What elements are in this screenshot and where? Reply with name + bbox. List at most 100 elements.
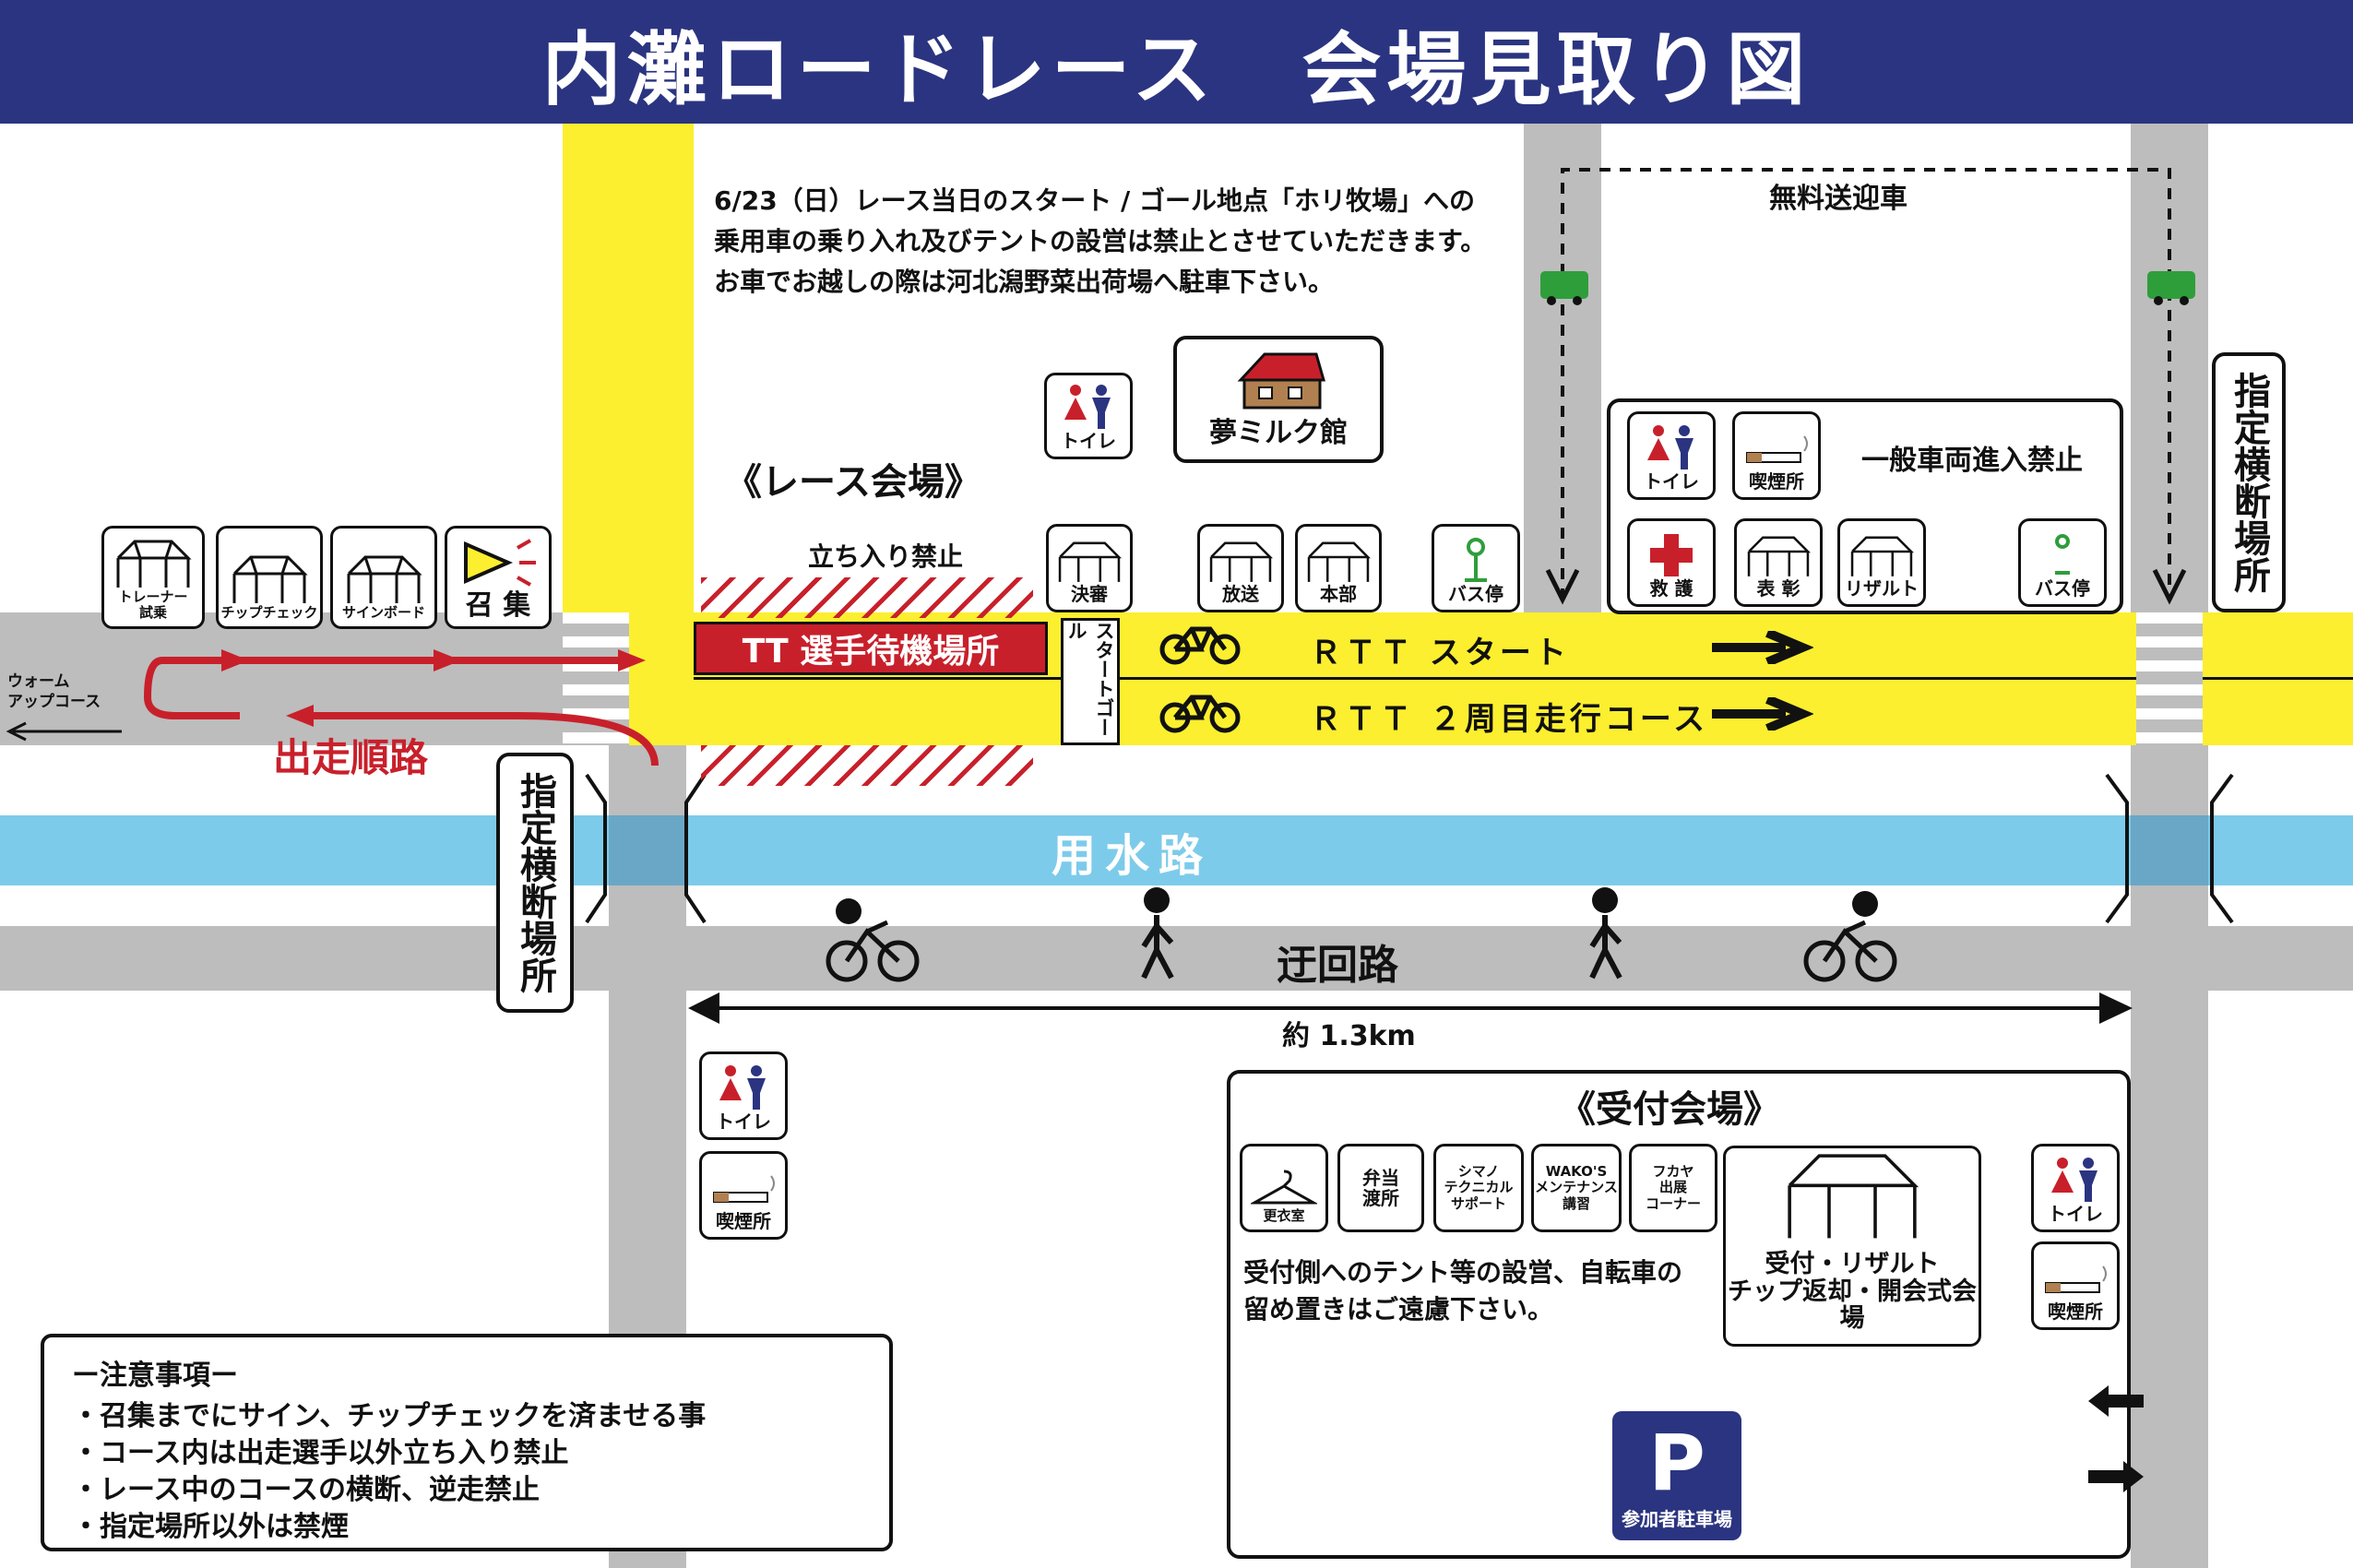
canal <box>0 815 2353 885</box>
canal-label: 用水路 <box>1052 830 1213 882</box>
first-aid: 救 護 <box>1627 518 1716 607</box>
milk-house: 夢ミルク館 <box>1173 336 1384 463</box>
tent-icon <box>347 555 422 603</box>
arrow-right-icon <box>1712 631 1813 664</box>
tent-label: 放送 <box>1222 583 1259 605</box>
bus-stop-icon <box>2055 534 2070 575</box>
no-vehicles-label: 一般車両進入禁止 <box>1861 445 2083 477</box>
bicycle-icon <box>1159 626 1241 665</box>
smoking-label: 喫煙所 <box>1749 470 1804 493</box>
race-venue-label: 《レース会場》 <box>725 461 981 504</box>
parking-label: 参加者駐車場 <box>1622 1507 1732 1530</box>
toilet-label: トイレ <box>1644 470 1699 493</box>
toilet-reception: トイレ <box>2031 1144 2120 1232</box>
tent-trainer: トレーナー 試乗 <box>101 526 205 629</box>
call-area: 召 集 <box>445 526 552 629</box>
arrow-left-icon <box>6 721 122 742</box>
bicycle-icon <box>1159 695 1241 733</box>
toilet-icon <box>1064 385 1111 429</box>
smoking-label: 喫煙所 <box>2048 1301 2103 1323</box>
caution-item: ・コース内は出走選手以外立ち入り禁止 <box>72 1437 569 1469</box>
bus-icon <box>1540 271 2195 305</box>
toilet-race: トイレ <box>1044 373 1133 459</box>
tent-label: 本部 <box>1320 583 1357 605</box>
caution-item: ・召集までにサイン、チップチェックを済ませる事 <box>72 1400 707 1432</box>
toilet-icon <box>1647 425 1693 469</box>
course-center-line <box>694 677 2353 680</box>
tent-headquarters: 本部 <box>1295 524 1382 612</box>
canal-bridge-east <box>2131 815 2208 885</box>
distance-label: 約 1.3km <box>1282 1020 1416 1052</box>
tent-icon <box>1209 541 1273 582</box>
tent-label: チップチェック <box>220 603 318 621</box>
reception-item-label: 弁当 渡所 <box>1362 1167 1399 1209</box>
tent-label: サインボード <box>341 603 425 621</box>
detour-road <box>0 926 2353 991</box>
bus-stop-east: バス停 <box>2018 518 2107 607</box>
tent-awards: 表 彰 <box>1734 518 1823 607</box>
tent-chip-check: チップチェック <box>216 526 323 629</box>
shuttle-label: 無料送迎車 <box>1769 183 1907 215</box>
tent-sign-board: サインボード <box>330 526 437 629</box>
smoking-label: 喫煙所 <box>716 1210 771 1232</box>
rtt-second-lap-label: ＲＴＴ ２周目走行コース <box>1310 701 1709 738</box>
tent-label: 決審 <box>1071 583 1108 605</box>
toilet-label: トイレ <box>716 1111 771 1133</box>
cigarette-icon <box>2045 1265 2107 1293</box>
caution-item: ・レース中のコースの横断、逆走禁止 <box>72 1474 540 1506</box>
red-cross-icon <box>1650 534 1693 576</box>
canal-bridge-west <box>609 815 686 885</box>
tent-result: リザルト <box>1837 518 1926 607</box>
page-title: 内灘ロードレース 会場見取り図 <box>0 0 2353 124</box>
no-entry-label: 立ち入り禁止 <box>808 541 964 572</box>
tent-judge: 決審 <box>1046 524 1133 612</box>
reception-item-label: WAKO'S メンテナンス 講習 <box>1535 1163 1618 1212</box>
reception-main-label: 受付・リザルト チップ返却・開会式会場 <box>1728 1249 1977 1334</box>
fukaya-booth: フカヤ 出展 コーナー <box>1629 1144 1717 1232</box>
arrow-right-icon <box>2088 1461 2144 1492</box>
detour-label: 迂回路 <box>1277 942 1398 989</box>
notice-line-1: 6/23（日）レース当日のスタート / ゴール地点「ホリ牧場」への <box>714 185 1475 216</box>
cautions-title: ー注意事項ー <box>72 1360 238 1392</box>
rtt-start-label: ＲＴＴ スタート <box>1310 635 1570 671</box>
tent-icon <box>1747 536 1811 576</box>
wakos-maintenance: WAKO'S メンテナンス 講習 <box>1531 1144 1622 1232</box>
changing-room: 更衣室 <box>1240 1144 1328 1232</box>
road-north-2 <box>2131 124 2208 612</box>
tent-icon <box>1058 541 1122 582</box>
crosswalk-east <box>2136 612 2203 745</box>
reception-main-tent: 受付・リザルト チップ返却・開会式会場 <box>1723 1146 1981 1347</box>
notice-line-3: お車でお越しの際は河北潟野菜出荷場へ駐車下さい。 <box>714 267 1335 297</box>
tent-broadcast: 放送 <box>1197 524 1284 612</box>
tent-icon <box>232 555 308 603</box>
toilet-icon <box>2051 1158 2097 1202</box>
notice-line-2: 乗用車の乗り入れ及びテントの設営は禁止とさせていただきます。 <box>714 226 1487 256</box>
reception-item-label: 更衣室 <box>1263 1206 1305 1224</box>
first-aid-label: 救 護 <box>1649 577 1693 600</box>
cigarette-icon <box>713 1175 775 1203</box>
reception-title: 《受付会場》 <box>1559 1088 1780 1131</box>
arrow-left-icon <box>2088 1385 2144 1417</box>
distance-arrow <box>688 992 2133 1024</box>
no-entry-hatch-bottom <box>701 745 1033 786</box>
tent-icon <box>1788 1154 1919 1239</box>
warmup-course-label: ウォーム アップコース <box>7 672 101 712</box>
reception-item-label: フカヤ 出展 コーナー <box>1645 1163 1701 1212</box>
arrow-right-icon <box>1712 697 1813 731</box>
parking-sign: P 参加者駐車場 <box>1612 1411 1741 1540</box>
tent-label: トレーナー 試乗 <box>118 588 188 621</box>
cautions-box: ー注意事項ー ・召集までにサイン、チップチェックを済ませる事 ・コース内は出走選… <box>41 1334 893 1551</box>
hanger-icon <box>1251 1170 1317 1205</box>
pedestrian-icon <box>1141 915 1622 980</box>
start-order-label: 出走順路 <box>273 735 429 780</box>
cigarette-icon <box>1746 435 1808 463</box>
awards-label: 表 彰 <box>1756 577 1800 600</box>
call-label: 召 集 <box>465 589 531 622</box>
result-label: リザルト <box>1845 577 1919 600</box>
tent-icon <box>116 540 192 588</box>
no-entry-hatch-top <box>701 577 1033 618</box>
smoking-area-reception: 喫煙所 <box>2031 1241 2120 1330</box>
